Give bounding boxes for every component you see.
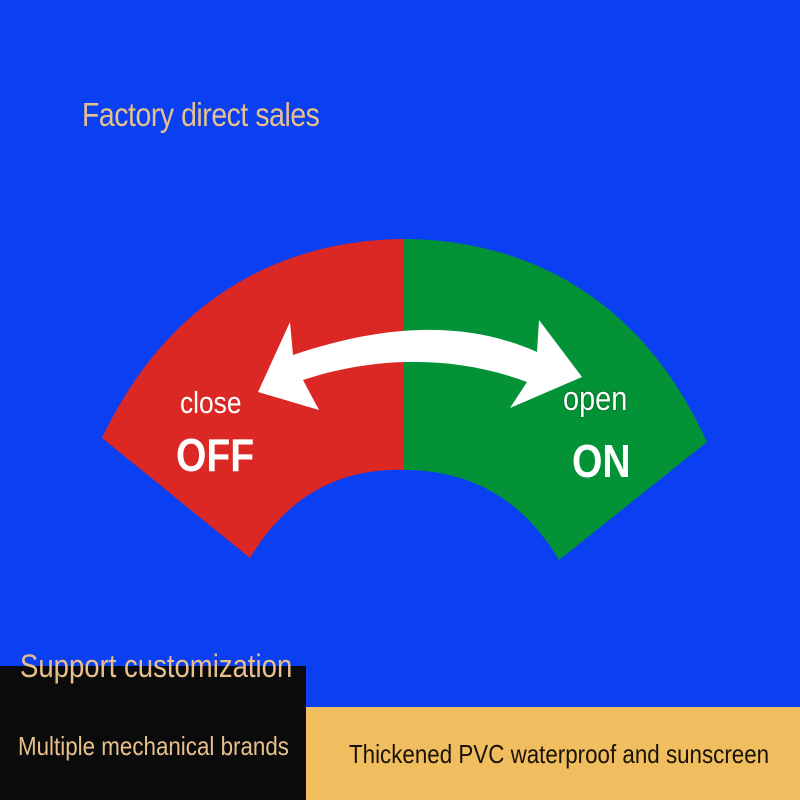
close-label: close [180,385,242,420]
black-feature-block [0,666,306,800]
headline-text: Factory direct sales [82,96,320,133]
on-segment [404,239,707,560]
double-headed-curved-arrow-icon [258,320,582,410]
mechanical-brands-text: Multiple mechanical brands [18,731,289,761]
off-label: OFF [176,429,255,481]
pvc-material-text: Thickened PVC waterproof and sunscreen [349,739,770,769]
gold-feature-band [306,707,800,800]
off-segment [102,239,404,558]
support-customization-text: Support customization [20,648,293,684]
open-label: open [563,380,628,418]
on-label: ON [572,435,631,487]
